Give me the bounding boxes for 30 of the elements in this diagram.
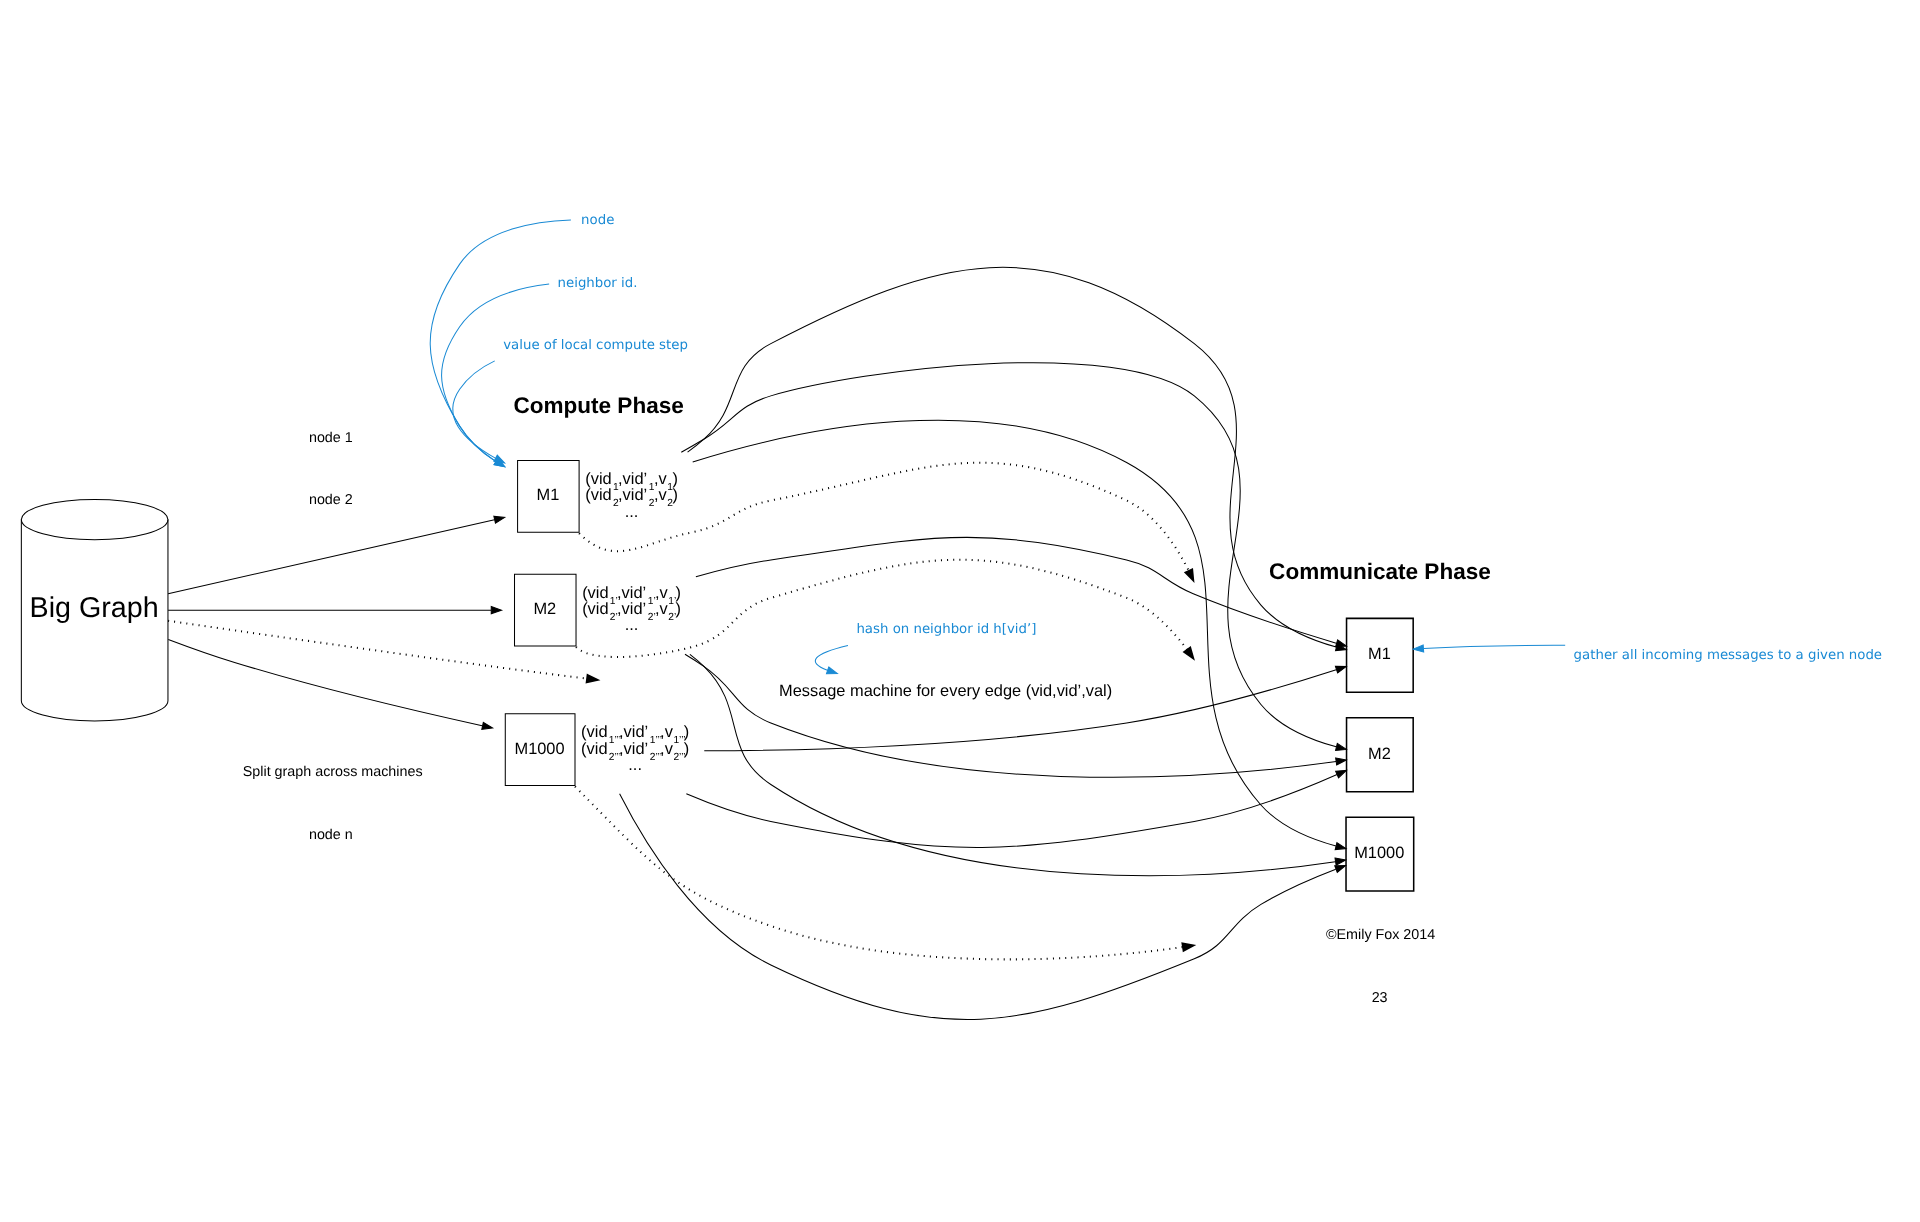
label: Communicate Phase [1269,561,1491,585]
arrow [167,605,504,615]
arrow [452,360,506,464]
node-box: M2 [514,573,577,647]
arrow [695,536,1348,648]
arrow [429,219,572,468]
arrow [689,653,1348,877]
arrow [574,785,1197,961]
node-box: M1000 [504,713,576,786]
arrow [684,653,1348,778]
node-label: ... [628,755,642,774]
node-box: M2 [1345,717,1414,793]
node-box: M1 [1345,617,1414,693]
arrow [578,461,1195,584]
arrow [167,515,507,595]
arrow [168,619,601,684]
node-text: Message machine for every edge (vid,vid’,val) [779,682,1113,701]
node-box: M1 [517,459,580,533]
node-label: ... [624,502,639,521]
arrow [1411,644,1566,653]
arrow [619,793,1348,1020]
arrow [575,558,1195,661]
arrow [167,638,495,730]
arrow [703,665,1348,752]
arrow [441,283,550,468]
label: Compute Phase [513,394,684,419]
node-label: ... [624,616,639,635]
node-box: M1000 [1345,816,1415,892]
arrow [685,769,1348,848]
arrow [814,644,849,675]
